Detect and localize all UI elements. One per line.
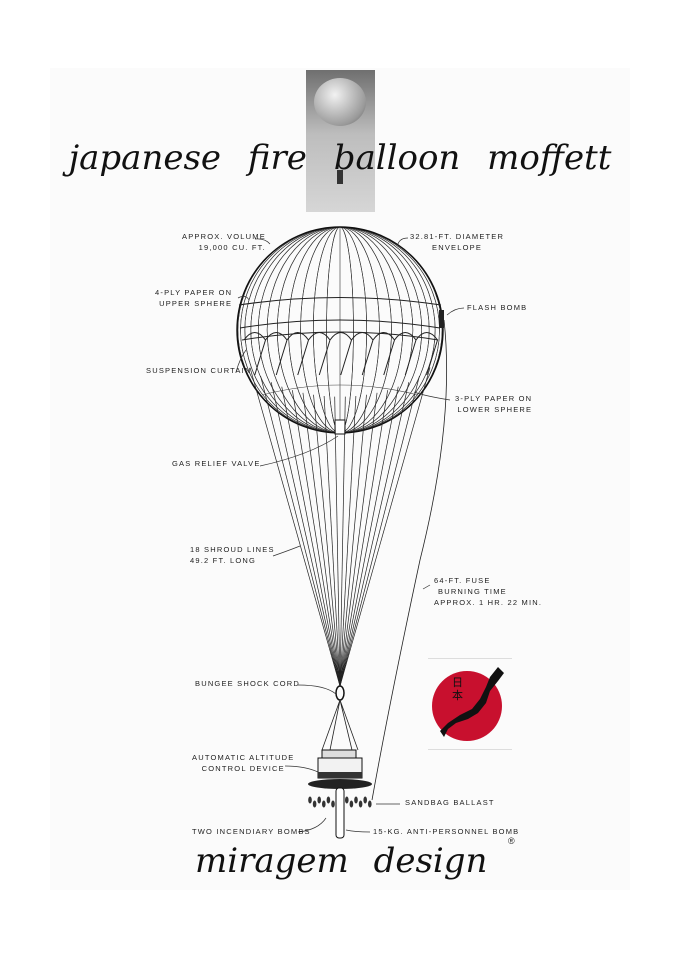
- sandbag: [312, 800, 317, 808]
- japan-flag-emblem: 日本: [428, 658, 512, 750]
- sandbag: [317, 796, 322, 804]
- sandbag: [326, 796, 331, 804]
- label-shroud-lines: 18 Shroud Lines 49.2 Ft. Long: [190, 544, 275, 566]
- curtain-top: [239, 319, 441, 329]
- sandbag: [354, 796, 358, 804]
- shroud-line: [270, 382, 341, 687]
- kanji-2: 本: [452, 690, 463, 702]
- label-altitude-line1: Automatic Altitude: [192, 753, 295, 762]
- bungee-cord: [335, 685, 345, 701]
- shroud-line: [339, 392, 378, 687]
- label-suspension-curtain: Suspension Curtain: [146, 366, 252, 375]
- shroud-line: [339, 395, 357, 687]
- sandbag: [308, 796, 312, 804]
- shroud-line: [292, 390, 341, 687]
- label-volume-line1: Approx. Volume: [182, 232, 266, 241]
- sandbag: [358, 800, 363, 808]
- suspension-curtain-scallops: [243, 332, 439, 376]
- label-anti-personnel: 15-Kg. Anti-Personnel Bomb: [373, 827, 520, 836]
- label-sandbag: Sandbag Ballast: [405, 798, 495, 807]
- shroud-line: [323, 395, 341, 687]
- ballast-ring: [308, 779, 372, 789]
- shroud-line: [339, 382, 410, 687]
- label-gas-relief-valve: Gas Relief Valve: [172, 459, 261, 468]
- sandbag: [368, 800, 372, 808]
- label-diameter: 32.81-Ft. DiameterEnvelope: [410, 231, 504, 253]
- label-fuse: 64-Ft. FuseBurning TimeApprox. 1 Hr. 22 …: [434, 575, 542, 608]
- sandbag: [345, 796, 349, 804]
- brand-signature: miragem design: [195, 841, 488, 881]
- sandbag: [331, 800, 335, 808]
- label-diameter-line1: 32.81-Ft. Diameter: [410, 232, 505, 241]
- sandbag: [349, 800, 354, 808]
- label-altitude-line2: Control Device: [201, 764, 285, 773]
- shroud-line: [313, 394, 341, 687]
- label-shroud-line1: 18 Shroud Lines: [190, 545, 275, 554]
- gas-relief-valve: [334, 419, 346, 435]
- shroud-line: [260, 375, 341, 687]
- label-upper-sphere: 4-Ply Paper on Upper Sphere: [155, 287, 232, 309]
- shroud-line: [334, 396, 341, 687]
- shroud-line: [302, 392, 341, 687]
- label-lower-sphere: 3-Ply Paper on Lower Sphere: [455, 393, 532, 415]
- upper-band: [238, 297, 442, 306]
- registered-mark: ®: [508, 836, 515, 846]
- fuse: [371, 319, 448, 801]
- label-volume: Approx. Volume 19,000 Cu. Ft.: [182, 231, 266, 253]
- balloon-photo: [306, 70, 375, 212]
- shroud-line: [339, 386, 399, 687]
- shroud-line: [339, 394, 367, 687]
- label-upper-line2: Upper Sphere: [159, 299, 233, 308]
- photo-balloon: [314, 78, 366, 126]
- shroud-lines: [249, 367, 431, 687]
- label-diameter-line2: Envelope: [432, 243, 483, 252]
- shroud-line: [249, 367, 341, 687]
- leader-lines: [235, 237, 465, 833]
- label-fuse-line2: Burning Time: [438, 587, 507, 596]
- anti-personnel-bomb: [335, 787, 345, 839]
- shroud-line: [339, 396, 346, 687]
- sandbag: [322, 800, 326, 808]
- label-volume-line2: 19,000 Cu. Ft.: [198, 243, 266, 252]
- kanji-1: 日: [452, 677, 463, 689]
- label-fuse-line3: Approx. 1 Hr. 22 Min.: [434, 598, 543, 607]
- sandbag: [363, 796, 368, 804]
- label-upper-line1: 4-Ply Paper on: [155, 288, 233, 297]
- photo-payload: [337, 170, 343, 184]
- shroud-line: [281, 386, 341, 687]
- kanji-nihon: 日本: [452, 677, 464, 703]
- label-shroud-line2: 49.2 Ft. Long: [190, 556, 257, 565]
- label-fuse-line1: 64-Ft. Fuse: [434, 576, 491, 585]
- flash-bomb: [439, 310, 444, 328]
- shroud-line: [339, 375, 420, 687]
- label-flash-bomb: Flash Bomb: [467, 303, 528, 312]
- sandbag-ballast: [308, 796, 372, 808]
- label-incendiary: Two Incendiary Bombs: [192, 827, 311, 836]
- poster-title: japanese fire balloon moffett: [68, 138, 612, 178]
- label-altitude-device: Automatic AltitudeControl Device: [192, 752, 294, 774]
- label-lower-line2: Lower Sphere: [457, 405, 533, 414]
- control-device-top: [321, 749, 357, 759]
- japan-map-silhouette: [440, 667, 504, 737]
- label-lower-line1: 3-Ply Paper on: [455, 394, 533, 403]
- shroud-line: [339, 367, 431, 687]
- shroud-line: [339, 390, 388, 687]
- label-bungee: Bungee Shock Cord: [195, 679, 300, 688]
